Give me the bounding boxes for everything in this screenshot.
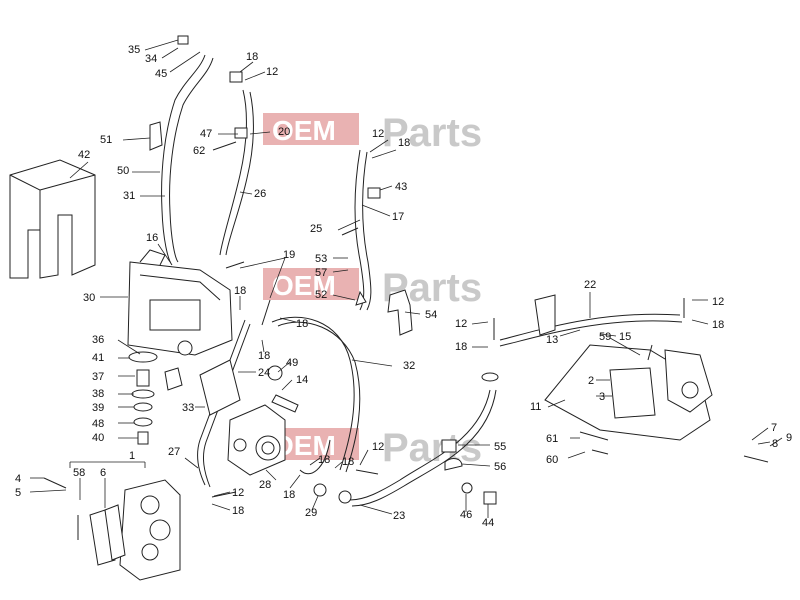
watermark-middle: OEM Parts [263, 266, 482, 310]
part-number-label: 50 [117, 165, 129, 177]
part-number-label: 12 [372, 128, 384, 140]
part-number-label: 53 [315, 253, 327, 265]
watermark-top: OEM Parts [263, 111, 482, 155]
part-number-label: 43 [395, 181, 407, 193]
part-number-label: 51 [100, 134, 112, 146]
part-cover-42 [9, 159, 96, 279]
part-number-label: 18 [296, 318, 308, 330]
part-number-label: 18 [232, 505, 244, 517]
part-caliper-1 [89, 479, 181, 581]
part-number-label: 60 [546, 454, 558, 466]
part-number-label: 12 [232, 487, 244, 499]
part-number-label: 6 [100, 467, 106, 479]
part-number-label: 34 [145, 53, 157, 65]
part-number-label: 57 [315, 267, 327, 279]
bolts [43, 141, 769, 540]
part-number-label: 18 [258, 350, 270, 362]
part-number-label: 18 [318, 454, 330, 466]
part-number-label: 25 [310, 223, 322, 235]
part-number-label: 12 [455, 318, 467, 330]
part-abs-unit-30 [127, 249, 233, 356]
part-number-label: 27 [168, 446, 180, 458]
part-number-label: 54 [425, 309, 437, 321]
leader-lines [29, 39, 783, 518]
part-number-label: 58 [73, 467, 85, 479]
part-number-label: 62 [193, 145, 205, 157]
part-number-label: 18 [234, 285, 246, 297]
watermark-text-a: OEM [272, 270, 336, 301]
part-number-label: 13 [546, 334, 558, 346]
part-number-label: 44 [482, 517, 494, 529]
part-number-label: 35 [128, 44, 140, 56]
part-number-label: 49 [286, 357, 298, 369]
part-number-label: 18 [712, 319, 724, 331]
part-number-label: 48 [92, 418, 104, 430]
part-number-label: 18 [455, 341, 467, 353]
part-valve-28 [227, 404, 286, 476]
part-number-label: 23 [393, 510, 405, 522]
part-number-label: 20 [278, 126, 290, 138]
part-number-label: 55 [494, 441, 506, 453]
part-stack-36-40 [128, 351, 158, 445]
part-number-label: 28 [259, 479, 271, 491]
part-number-label: 3 [599, 391, 605, 403]
watermark-text-b: Parts [382, 111, 482, 155]
watermark-text-a: OEM [272, 115, 336, 146]
part-number-label: 15 [619, 331, 631, 343]
part-number-label: 36 [92, 334, 104, 346]
part-number-label: 9 [786, 432, 792, 444]
part-number-label: 12 [266, 66, 278, 78]
part-number-label: 12 [372, 441, 384, 453]
part-number-label: 24 [258, 367, 270, 379]
part-number-label: 40 [92, 432, 104, 444]
part-number-label: 18 [342, 456, 354, 468]
part-number-label: 38 [92, 388, 104, 400]
part-bracket-33 [199, 359, 241, 416]
part-number-label: 17 [392, 211, 404, 223]
part-number-label: 46 [460, 509, 472, 521]
part-number-label: 18 [283, 489, 295, 501]
part-number-label: 26 [254, 188, 266, 200]
part-number-label: 7 [771, 422, 777, 434]
part-number-label: 12 [712, 296, 724, 308]
part-number-label: 14 [296, 374, 308, 386]
part-small-items [149, 35, 499, 505]
hoses [161, 54, 683, 507]
part-number-label: 4 [15, 473, 21, 485]
part-number-label: 11 [530, 401, 541, 413]
part-number-label: 52 [315, 289, 327, 301]
part-number-label: 2 [588, 375, 594, 387]
part-number-label: 37 [92, 371, 104, 383]
part-number-label: 61 [546, 433, 558, 445]
part-rear-caliper-11 [534, 294, 713, 441]
part-number-label: 32 [403, 360, 415, 372]
part-bracket-54 [387, 289, 413, 336]
part-number-label: 59 [599, 331, 611, 343]
part-number-label: 1 [129, 450, 135, 462]
part-number-label: 56 [494, 461, 506, 473]
part-number-label: 41 [92, 352, 104, 364]
part-number-label: 47 [200, 128, 212, 140]
part-number-label: 42 [78, 149, 90, 161]
part-number-label: 16 [146, 232, 158, 244]
part-number-label: 8 [772, 438, 778, 450]
part-number-label: 19 [283, 249, 295, 261]
part-number-label: 18 [246, 51, 258, 63]
part-number-label: 39 [92, 402, 104, 414]
part-number-label: 22 [584, 279, 596, 291]
part-number-label: 31 [123, 190, 135, 202]
watermark-text-b: Parts [382, 426, 482, 470]
part-number-label: 18 [398, 137, 410, 149]
part-number-label: 5 [15, 487, 21, 499]
part-number-label: 29 [305, 507, 317, 519]
part-number-label: 33 [182, 402, 194, 414]
part-number-label: 30 [83, 292, 95, 304]
part-number-label: 45 [155, 68, 167, 80]
